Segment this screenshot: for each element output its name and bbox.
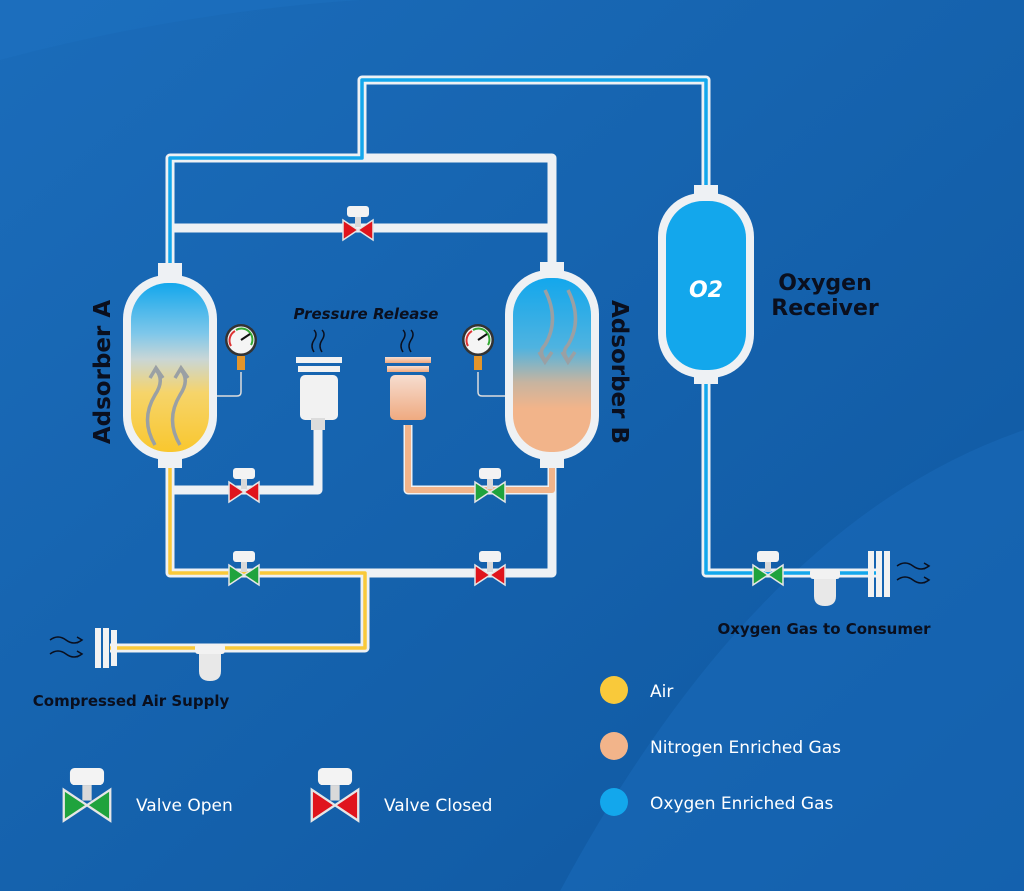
legend-label-oxygen: Oxygen Enriched Gas bbox=[650, 794, 834, 814]
background-swoosh bbox=[0, 0, 600, 60]
legend-label-valve-closed: Valve Closed bbox=[384, 796, 492, 816]
adsorber-a-vessel bbox=[123, 263, 217, 468]
air-supply-label: Compressed Air Supply bbox=[33, 692, 230, 710]
pressure-gauge-a-icon bbox=[217, 323, 258, 397]
legend-label-nitrogen: Nitrogen Enriched Gas bbox=[650, 738, 841, 758]
adsorber-a-label: Adsorber A bbox=[90, 300, 116, 445]
legend: Air Nitrogen Enriched Gas Oxygen Enriche… bbox=[62, 676, 841, 822]
silencer-a bbox=[296, 357, 342, 430]
legend-swatch-nitrogen bbox=[600, 732, 628, 760]
vent-exhaust-icon bbox=[311, 329, 414, 353]
adsorber-b-vessel bbox=[505, 262, 599, 468]
oxygen-flow-line bbox=[168, 78, 708, 275]
background-swoosh bbox=[560, 430, 1024, 891]
receiver-label-line1: Oxygen bbox=[778, 271, 872, 296]
legend-swatch-oxygen bbox=[600, 788, 628, 816]
adsorber-b-label: Adsorber B bbox=[606, 300, 632, 444]
flow-arrow-up-icon bbox=[145, 368, 162, 446]
pressure-gauge-b-icon bbox=[461, 323, 505, 397]
air-inlet-flange bbox=[95, 628, 117, 668]
vent-a-pipe bbox=[170, 425, 323, 495]
receiver-o2-symbol: O2 bbox=[689, 278, 723, 303]
silencer-b bbox=[385, 357, 431, 420]
legend-label-air: Air bbox=[650, 682, 673, 702]
consumer-label: Oxygen Gas to Consumer bbox=[717, 620, 931, 638]
oxygen-receiver-vessel: O2 bbox=[658, 185, 754, 384]
flow-arrow-up-icon bbox=[170, 368, 187, 446]
receiver-label-line2: Receiver bbox=[771, 296, 879, 321]
air-in-arrows-icon bbox=[49, 636, 84, 658]
pressure-release-label: Pressure Release bbox=[294, 305, 439, 323]
oxygen-out-arrows-icon bbox=[896, 562, 931, 584]
air-flow-line bbox=[110, 455, 367, 650]
legend-swatch-air bbox=[600, 676, 628, 704]
consumer-outlet-flange bbox=[868, 551, 890, 597]
legend-label-valve-open: Valve Open bbox=[136, 796, 233, 816]
